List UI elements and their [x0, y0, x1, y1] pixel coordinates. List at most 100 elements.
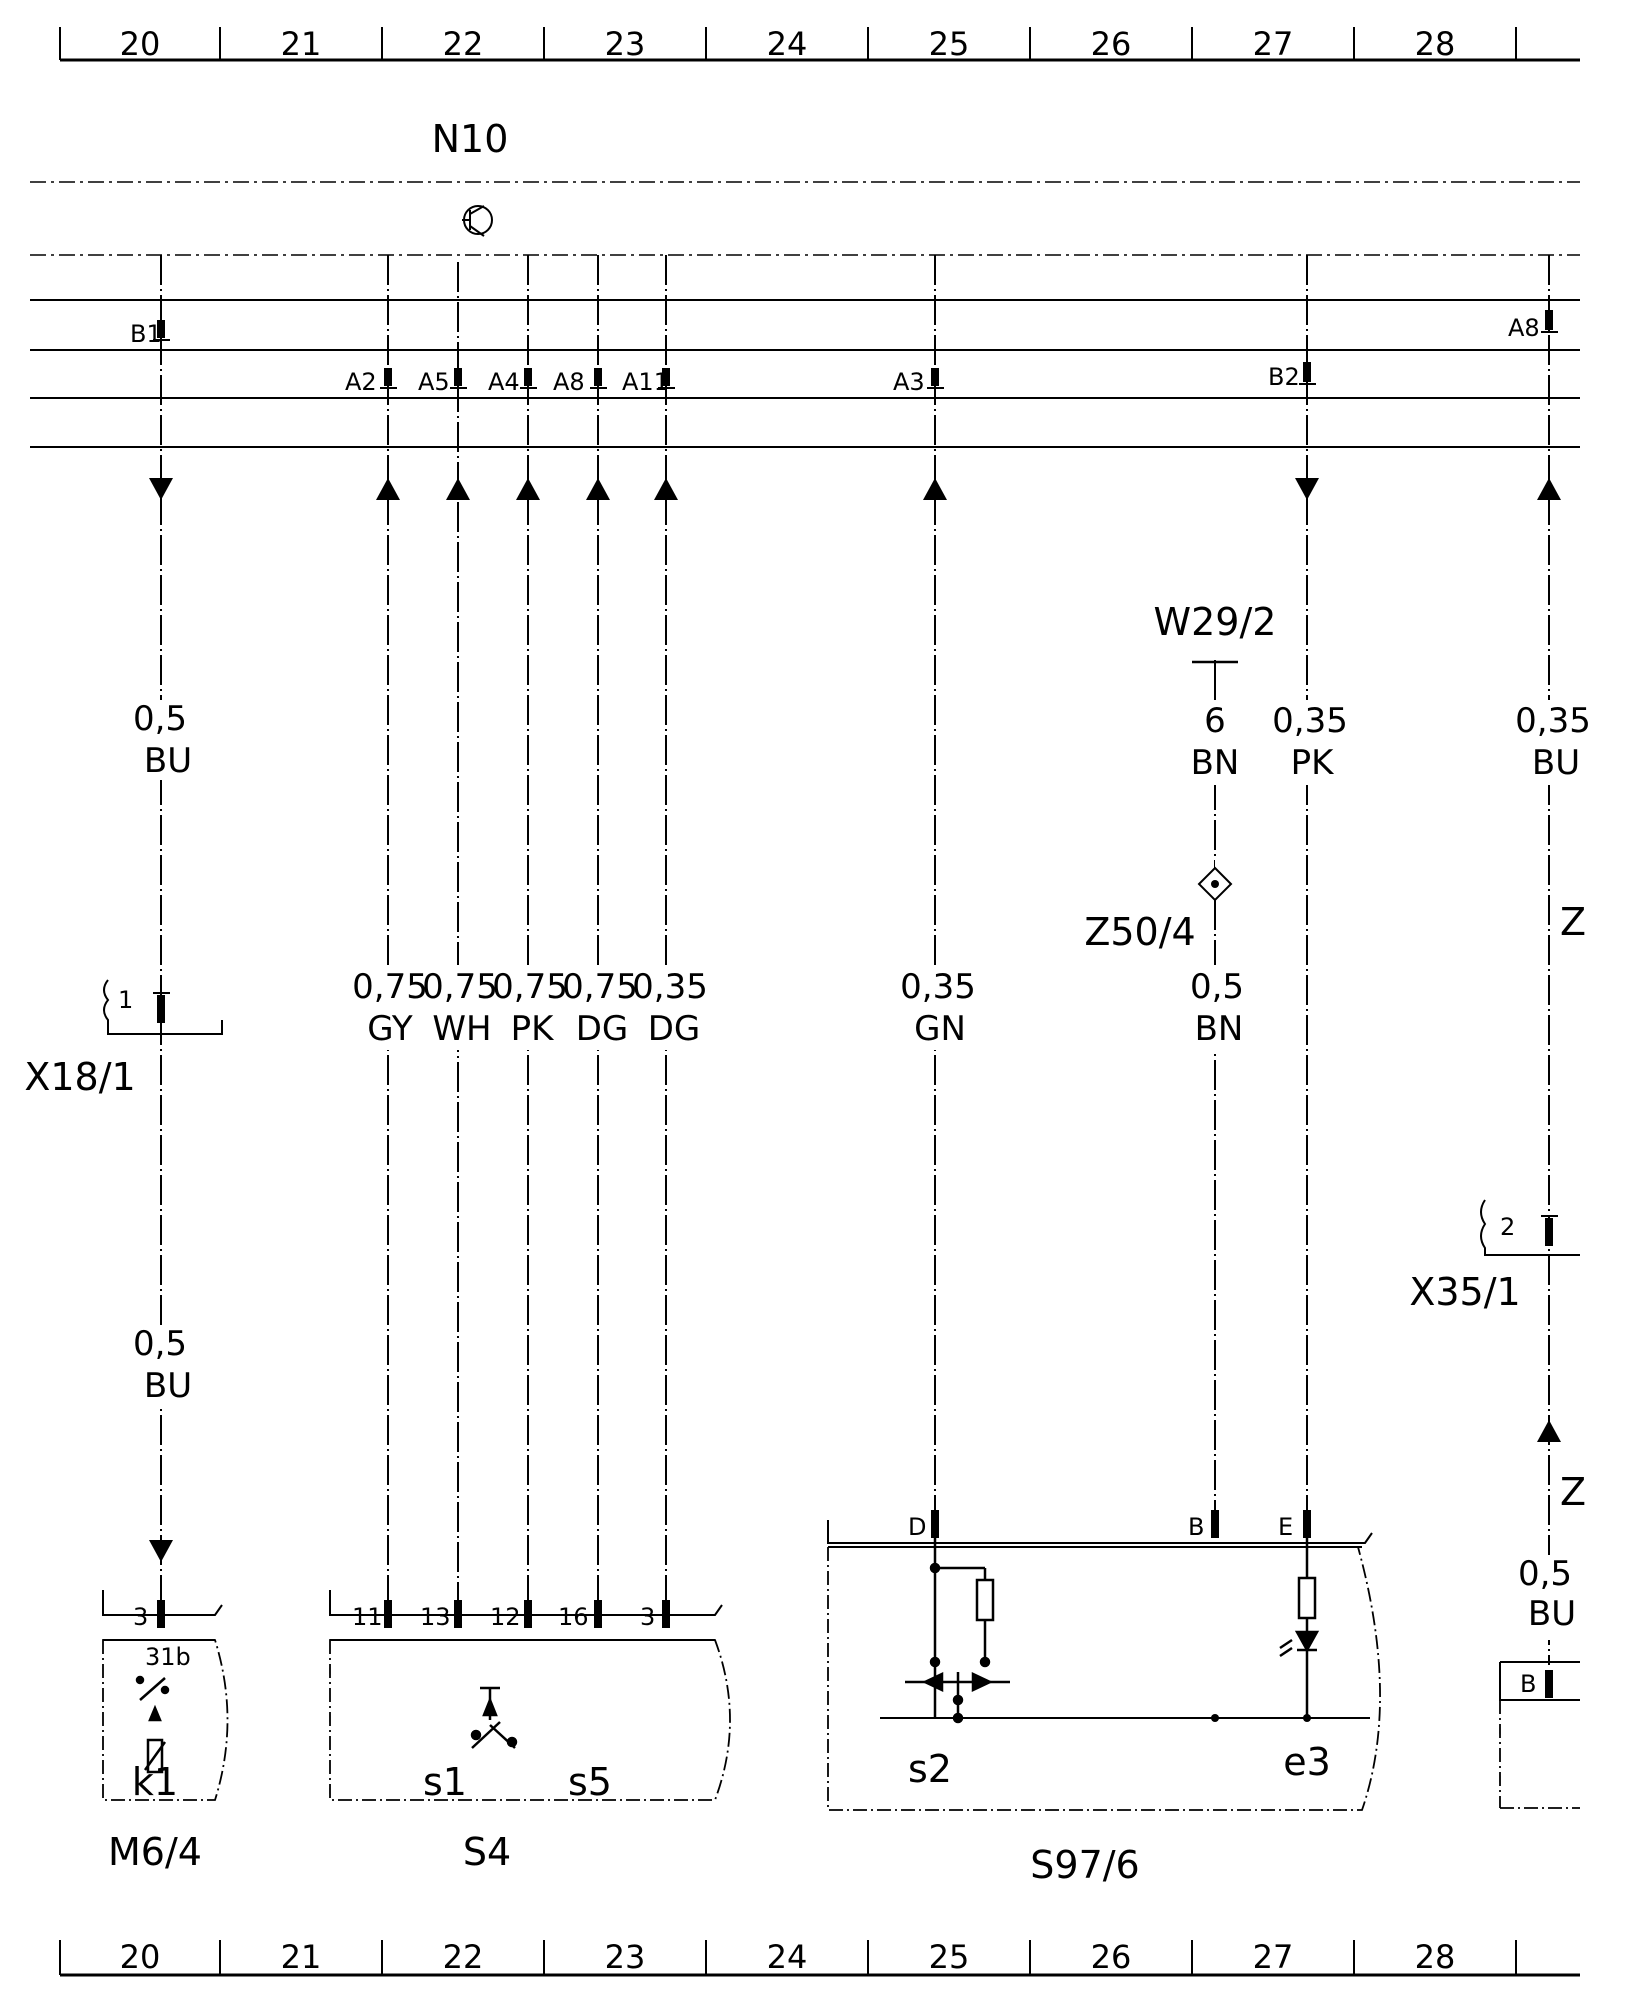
svg-text:B1: B1 [130, 320, 162, 348]
wire-size: 0,75 [492, 967, 568, 1007]
switch-icon [470, 1686, 518, 1749]
pin-label: 11 [352, 1603, 383, 1631]
arrow-up-icon [446, 478, 470, 500]
svg-text:2: 2 [1500, 1213, 1515, 1241]
column-number: 22 [443, 25, 484, 63]
pin-label: 12 [490, 1603, 521, 1631]
arrow-up-icon [923, 478, 947, 500]
component-label: S4 [463, 1830, 511, 1874]
arrow-down-icon [149, 478, 173, 500]
connector-pin-b1: B1 [130, 320, 170, 348]
wire-size: 0,75 [562, 967, 638, 1007]
connector-pin-a5: A5 [418, 368, 467, 396]
wire-color: BU [144, 741, 192, 781]
arrow-up-icon [1537, 478, 1561, 500]
svg-text:B2: B2 [1268, 363, 1300, 391]
column-number: 23 [605, 1938, 646, 1976]
wire-color: BU [1532, 743, 1580, 783]
column-number: 24 [767, 1938, 808, 1976]
wire-color: WH [432, 1009, 491, 1049]
splice-z50-4: Z50/4 [1084, 860, 1245, 954]
column-number: 26 [1091, 25, 1132, 63]
pin-label: B [1188, 1513, 1204, 1541]
column-number: 28 [1415, 1938, 1456, 1976]
column-number: 21 [281, 1938, 322, 1976]
pin-label: E [1278, 1513, 1293, 1541]
column-number: 22 [443, 1938, 484, 1976]
wire-color: PK [1291, 743, 1336, 783]
inner-label: k1 [132, 1760, 178, 1804]
inner-label: s2 [908, 1747, 952, 1791]
wire-size: 0,35 [632, 967, 708, 1007]
column-number: 27 [1253, 1938, 1294, 1976]
arrow-up-icon [516, 478, 540, 500]
column-number: 26 [1091, 1938, 1132, 1976]
control-unit-symbol-icon [462, 205, 493, 237]
wire-size: 6 [1204, 701, 1226, 741]
connector-pin-b2: B2 [1268, 362, 1316, 391]
connector-pins-top: B1 A2 A5 A4 A8 A11 A [130, 310, 1558, 396]
wire-size: 0,5 [133, 1324, 187, 1364]
wire-color: GY [367, 1009, 413, 1049]
svg-text:A11: A11 [622, 368, 669, 396]
component-m6-4: 3 31b k1 M6/4 [102, 1590, 229, 1874]
column-ruler-top: 20 21 22 23 24 25 26 27 28 [59, 25, 1580, 63]
wire-size: 0,35 [1272, 701, 1348, 741]
switch-icon [135, 1675, 170, 1774]
column-number: 28 [1415, 25, 1456, 63]
wire-color: PK [511, 1009, 556, 1049]
pin-label: 13 [420, 1603, 451, 1631]
column-number: 25 [929, 25, 970, 63]
svg-text:A5: A5 [418, 368, 450, 396]
inner-label: e3 [1283, 1740, 1331, 1784]
component-s97-6: D B E [827, 1510, 1381, 1887]
control-unit-label: N10 [432, 117, 509, 161]
arrow-up-icon [654, 478, 678, 500]
column-number: 25 [929, 1938, 970, 1976]
svg-text:A3: A3 [893, 368, 925, 396]
pin-label: B [1520, 1670, 1536, 1698]
wire-lines [160, 255, 1550, 1665]
column-number: 20 [120, 25, 161, 63]
edge-label: Z [1560, 1470, 1586, 1514]
ground-point-w29-2: W29/2 [1154, 600, 1276, 700]
arrow-down-icon [1295, 478, 1319, 500]
wire-size: 0,5 [133, 699, 187, 739]
wire-size: 0,75 [422, 967, 498, 1007]
wire-size: 0,35 [900, 967, 976, 1007]
wire-color: DG [648, 1009, 701, 1049]
wire-color: BN [1195, 1009, 1244, 1049]
svg-text:A8: A8 [553, 368, 585, 396]
connector-pin-a11: A11 [622, 368, 675, 396]
arrow-up-icon [1537, 1420, 1561, 1442]
pin-label: D [908, 1513, 926, 1541]
plug-x35-1: 2 X35/1 [1409, 1199, 1580, 1314]
pin-label: 3 [640, 1603, 655, 1631]
arrow-down-icon [149, 1540, 173, 1562]
wire-color: BU [144, 1366, 192, 1406]
wire-color: BU [1528, 1594, 1576, 1634]
column-ruler-bottom: 20 21 22 23 24 25 26 27 28 [59, 1938, 1580, 1977]
svg-text:1: 1 [118, 986, 133, 1014]
wire-size: 0,75 [352, 967, 428, 1007]
svg-text:A4: A4 [488, 368, 520, 396]
inner-label: s5 [568, 1760, 612, 1804]
column-number: 24 [767, 25, 808, 63]
wire-color: GN [914, 1009, 966, 1049]
inner-label: s1 [423, 1760, 467, 1804]
component-label: M6/4 [108, 1830, 202, 1874]
column-number: 20 [120, 1938, 161, 1976]
component-label: S97/6 [1030, 1843, 1139, 1887]
wire-size: 0,35 [1515, 701, 1591, 741]
wire-color: DG [576, 1009, 629, 1049]
terminal-label: 31b [145, 1643, 191, 1671]
component-partial-right: B [1499, 1661, 1580, 1809]
pin-label: 3 [133, 1603, 148, 1631]
svg-text:A8: A8 [1508, 314, 1540, 342]
svg-text:A2: A2 [345, 368, 377, 396]
edge-label: Z [1560, 900, 1586, 944]
column-number: 27 [1253, 25, 1294, 63]
component-s4: 11 13 12 16 3 s1 s5 S4 [329, 1590, 731, 1874]
wire-labels: 0,5 BU 0,75 GY 0,75 WH 0,75 PK 0,75 DG 0… [133, 699, 1591, 1640]
